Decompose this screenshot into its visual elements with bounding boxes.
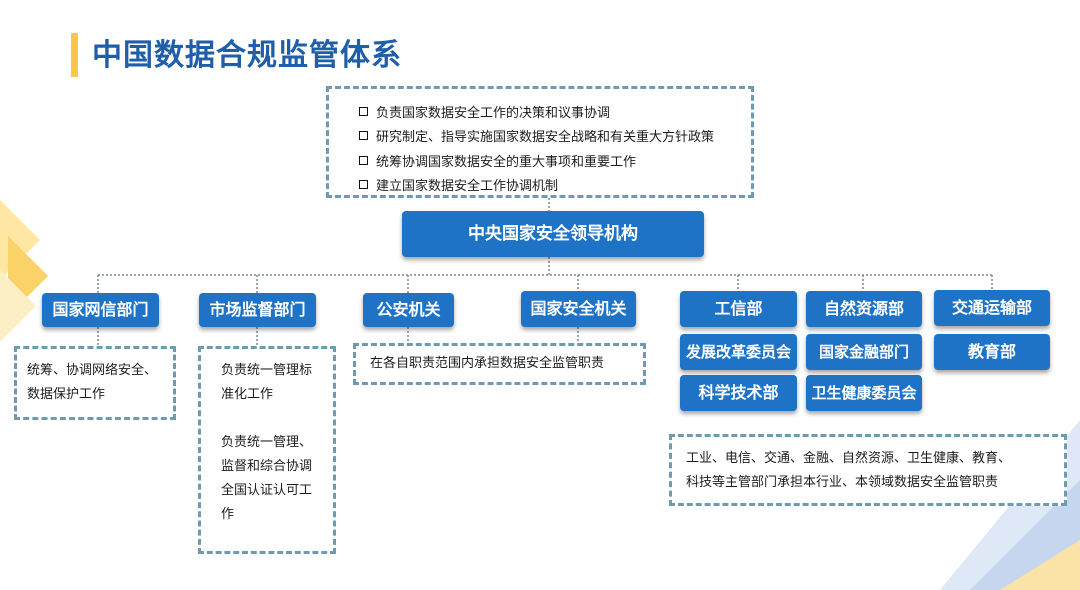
desc-cac: 统筹、协调网络安全、 数据保护工作 — [14, 346, 176, 420]
node-state-security: 国家安全机关 — [521, 291, 636, 327]
node-ndrc: 发展改革委员会 — [680, 334, 797, 370]
page-title: 中国数据合规监管体系 — [92, 38, 402, 73]
node-public-security: 公安机关 — [363, 293, 454, 327]
node-transport: 交通运输部 — [934, 290, 1050, 326]
checkbox-icon — [359, 131, 368, 141]
top-duties-box: 负责国家数据安全工作的决策和议事协调 研究制定、指导实施国家数据安全战略和有关重… — [326, 86, 754, 198]
node-education: 教育部 — [934, 334, 1050, 370]
title-accent-bar — [71, 33, 78, 77]
duty-item: 统筹协调国家数据安全的重大事项和重要工作 — [359, 148, 737, 173]
desc-sector-regulators: 工业、电信、交通、金融、自然资源、卫生健康、教育、 科技等主管部门承担本行业、本… — [669, 434, 1067, 506]
duty-item: 研究制定、指导实施国家数据安全战略和有关重大方针政策 — [359, 124, 737, 149]
node-health: 卫生健康委员会 — [806, 375, 922, 411]
desc-police-and-security: 在各自职责范围内承担数据安全监管职责 — [353, 343, 646, 385]
desc-market-supervision: 负责统一管理标 准化工作 负责统一管理、 监督和综合协调 全国认证认可工 作 — [198, 346, 336, 554]
node-market-supervision: 市场监督部门 — [199, 293, 316, 327]
checkbox-icon — [359, 106, 368, 116]
duty-item: 建立国家数据安全工作协调机制 — [359, 173, 737, 198]
checkbox-icon — [359, 180, 368, 190]
node-most: 科学技术部 — [680, 375, 797, 411]
node-central-security-body: 中央国家安全领导机构 — [402, 211, 704, 257]
node-cac: 国家网信部门 — [42, 293, 159, 327]
node-finance: 国家金融部门 — [806, 334, 922, 370]
node-miit: 工信部 — [680, 291, 797, 327]
checkbox-icon — [359, 155, 368, 165]
node-natural-resources: 自然资源部 — [806, 291, 922, 327]
duty-item: 负责国家数据安全工作的决策和议事协调 — [359, 99, 737, 124]
